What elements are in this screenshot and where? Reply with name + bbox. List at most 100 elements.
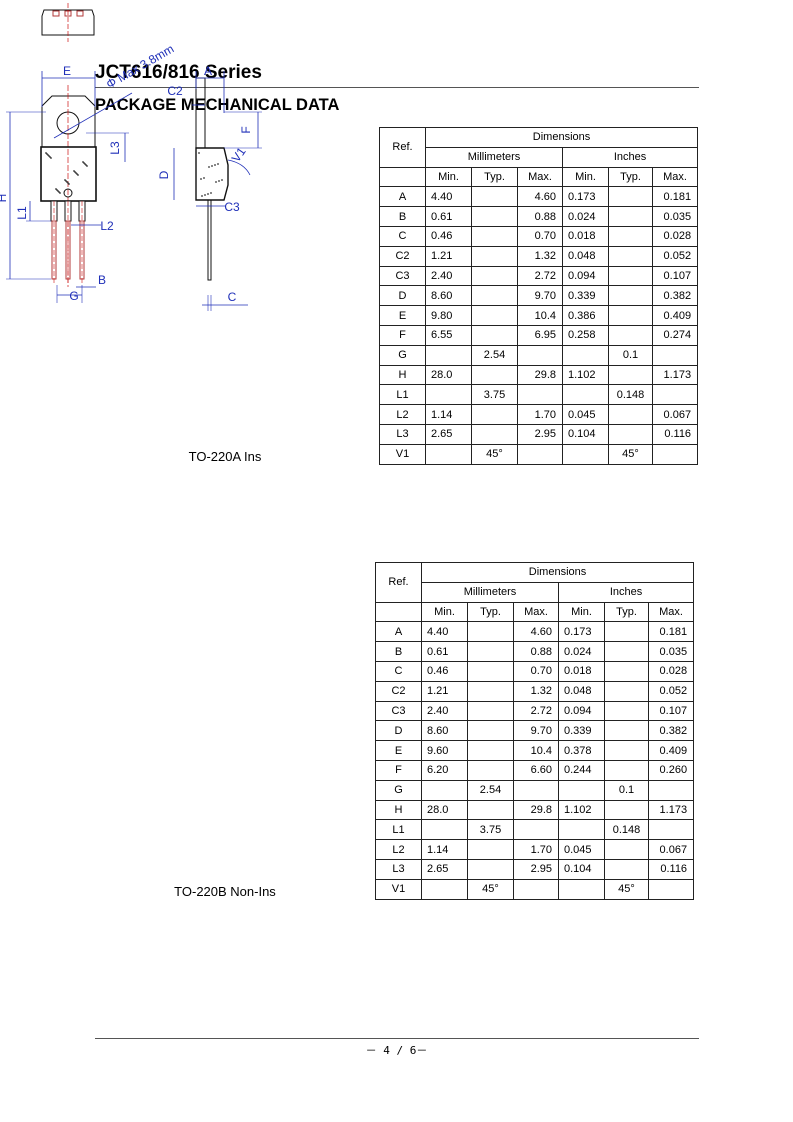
sub-header-cell: Max.: [513, 601, 559, 623]
blank-header-cell: [379, 166, 426, 188]
body-texture-dot: [203, 177, 205, 179]
value-cell: 28.0: [425, 364, 472, 386]
millimeters-header: Millimeters: [425, 146, 563, 168]
ref-cell: B: [375, 641, 422, 662]
sub-header-row: Min.Typ.Max.Min.Typ.Max.: [379, 166, 699, 188]
value-cell: 0.61: [425, 206, 472, 227]
ref-cell: G: [375, 779, 422, 801]
dimension-label: B: [98, 273, 106, 287]
ref-cell: D: [379, 285, 426, 307]
value-cell: 6.95: [517, 324, 563, 346]
value-cell: 0.382: [647, 720, 695, 742]
value-cell: [467, 799, 514, 821]
top-view-pin: [52, 10, 60, 17]
value-cell: [467, 858, 514, 880]
value-cell: 0.148: [608, 384, 653, 406]
value-cell: 0.035: [647, 641, 695, 662]
value-cell: [558, 779, 605, 801]
value-cell: 2.40: [421, 700, 468, 722]
ref-cell: D: [375, 720, 422, 742]
value-cell: [467, 641, 514, 662]
value-cell: [608, 364, 653, 386]
inches-header: Inches: [557, 581, 695, 603]
dimension-label: D: [157, 170, 171, 179]
value-cell: 0.386: [562, 305, 609, 326]
value-cell: 0.067: [651, 404, 699, 425]
value-cell: [604, 641, 649, 662]
sub-header-cell: Min.: [425, 166, 472, 188]
ref-cell: C3: [379, 265, 426, 287]
value-cell: [558, 819, 605, 841]
value-cell: 0.70: [513, 660, 559, 682]
value-cell: 2.54: [471, 344, 518, 366]
value-cell: [608, 245, 653, 267]
value-cell: 0.107: [647, 700, 695, 722]
dimension-label: L1: [15, 206, 29, 220]
value-cell: 0.46: [421, 660, 468, 682]
value-cell: [558, 878, 605, 900]
value-cell: 0.378: [558, 740, 605, 761]
body-texture-dot: [218, 180, 220, 182]
dimensions-table-to220b: Ref. Dimensions Millimeters Inches Min.T…: [375, 562, 695, 900]
ref-cell: H: [379, 364, 426, 386]
value-cell: 0.173: [558, 621, 605, 643]
value-cell: 0.116: [647, 858, 695, 880]
value-cell: 9.70: [517, 285, 563, 307]
top-view-pin: [76, 10, 84, 17]
value-cell: 2.65: [425, 423, 472, 445]
value-cell: 0.045: [562, 404, 609, 425]
value-cell: [608, 305, 653, 326]
body-texture-dot: [204, 194, 206, 196]
value-cell: 6.55: [425, 324, 472, 346]
dimension-label: C: [228, 290, 237, 304]
value-cell: 28.0: [421, 799, 468, 821]
value-cell: [471, 404, 518, 425]
sub-header-cell: Max.: [651, 166, 699, 188]
value-cell: [471, 305, 518, 326]
blank-header-cell: [375, 601, 422, 623]
value-cell: 6.60: [513, 759, 559, 781]
value-cell: [513, 779, 559, 801]
dimension-label: H: [0, 194, 9, 203]
ref-cell: A: [379, 186, 426, 208]
drawing-line: [53, 92, 133, 139]
value-cell: [608, 404, 653, 425]
body-texture-dot: [200, 178, 202, 180]
value-cell: [513, 819, 559, 841]
body-texture-dot: [214, 164, 216, 166]
value-cell: 0.88: [517, 206, 563, 227]
value-cell: [467, 759, 514, 781]
value-cell: [608, 423, 653, 445]
page-number: － 4 / 6－: [365, 1044, 428, 1057]
value-cell: [467, 740, 514, 761]
ref-cell: C2: [379, 245, 426, 267]
value-cell: 0.258: [562, 324, 609, 346]
value-cell: [608, 225, 653, 247]
inches-header: Inches: [561, 146, 699, 168]
ref-cell: C3: [375, 700, 422, 722]
value-cell: 3.75: [467, 819, 514, 841]
sub-header-cell: Min.: [558, 601, 605, 623]
ref-header: Ref.: [375, 562, 422, 603]
sub-header-cell: Max.: [517, 166, 563, 188]
package-drawing-to220b: EΦ Max 3.8mmHL1L3L2BGAC2FV1DC3C: [0, 0, 270, 315]
value-cell: 0.1: [604, 779, 649, 801]
value-cell: [604, 799, 649, 821]
value-cell: [647, 819, 695, 841]
value-cell: [608, 324, 653, 346]
ref-cell: C: [375, 660, 422, 682]
body-texture-dot: [211, 165, 213, 167]
value-cell: 1.21: [421, 680, 468, 702]
ref-cell: L2: [375, 839, 422, 860]
